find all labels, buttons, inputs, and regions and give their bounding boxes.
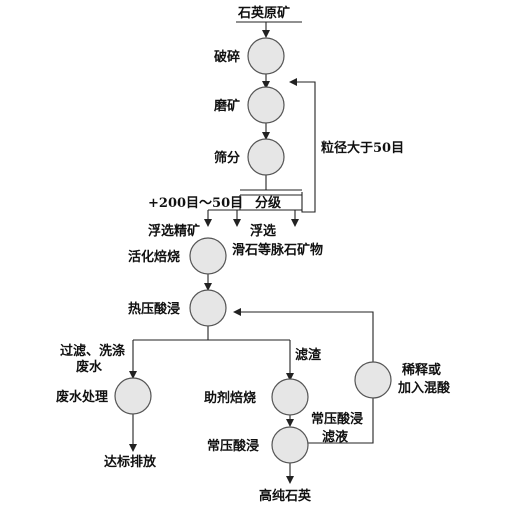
label-filter-wash: 过滤、洗涤 [60, 343, 125, 359]
node-screening [247, 138, 285, 176]
label-high-purity-quartz: 高纯石英 [259, 488, 312, 504]
label-wastewater-treatment: 废水处理 [56, 389, 108, 405]
label-talc-gangue: 滑石等脉石矿物 [232, 242, 323, 258]
label-filter-residue: 滤渣 [295, 347, 322, 363]
node-dilution [354, 361, 392, 399]
edge-oversize-return [289, 78, 316, 213]
node-grinding [247, 86, 285, 124]
node-additive-roasting [271, 378, 309, 416]
node-atmospheric-leaching [271, 426, 309, 464]
label-grinding: 磨矿 [214, 98, 240, 114]
edge-filtrate-recycle [307, 398, 374, 444]
label-mixed-acid: 加入混酸 [397, 380, 451, 396]
edge-filtrate-recycle [233, 308, 374, 362]
node-wastewater-treatment [114, 377, 152, 415]
label-size-range: +200目～50目 [148, 196, 243, 211]
node-hot-pressure-leaching [189, 289, 227, 327]
label-activation-roasting: 活化焙烧 [128, 249, 180, 265]
label-oversize-return: 粒径大于50目 [321, 140, 404, 156]
label-raw-ore: 石英原矿 [237, 5, 290, 21]
label-atmospheric-leach-filtrate: 常压酸浸 [311, 411, 363, 427]
label-discharge-standard: 达标排放 [104, 454, 157, 470]
label-filtrate: 滤液 [322, 429, 348, 445]
label-dilute: 稀释或 [402, 362, 441, 378]
label-flotation-concentrate: 浮选精矿 [148, 223, 200, 239]
label-atmospheric-leaching: 常压酸浸 [207, 438, 259, 454]
node-activation-roasting [189, 237, 227, 275]
label-flotation: 浮选 [250, 223, 276, 239]
label-hot-pressure-leaching: 热压酸浸 [128, 301, 180, 317]
label-additive-roasting: 助剂焙烧 [204, 390, 256, 406]
label-crushing: 破碎 [214, 49, 240, 65]
label-wastewater: 废水 [76, 359, 103, 375]
label-classification: 分级 [255, 195, 282, 211]
node-crushing [247, 37, 285, 75]
label-screening: 筛分 [214, 150, 240, 166]
